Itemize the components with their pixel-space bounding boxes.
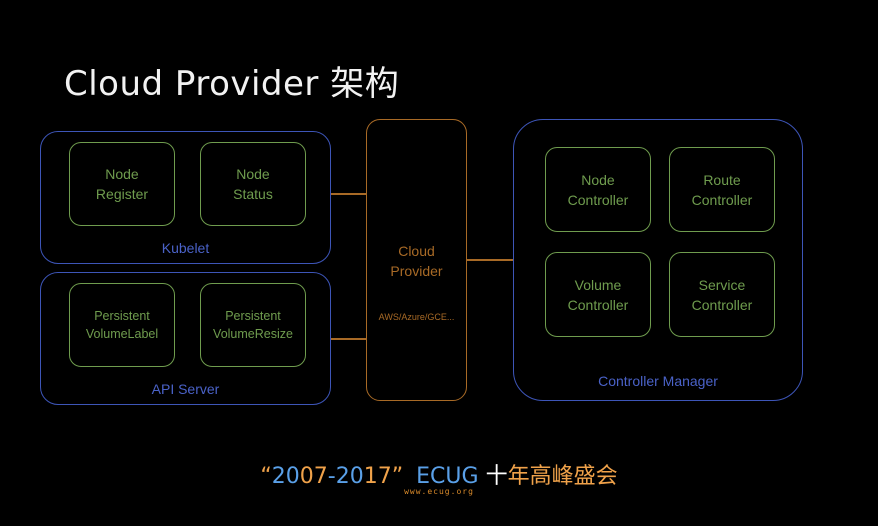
footer-close-quote: ” [391, 464, 404, 489]
controller-manager-connector [467, 259, 513, 261]
footer-dash: - [327, 464, 336, 489]
kubelet-label: Kubelet [161, 240, 210, 256]
footer-year-start-b: 07 [299, 464, 328, 489]
footer-url: www.ecug.org [404, 487, 474, 496]
kubelet-connector [331, 193, 366, 195]
cloud-provider-box [366, 119, 467, 401]
node-register-box: Node Register [69, 142, 175, 226]
footer-summit: 年高峰盛会 [507, 464, 618, 489]
footer-open-quote: “ [260, 464, 272, 489]
service-controller-box: Service Controller [669, 252, 775, 337]
node-status-box: Node Status [200, 142, 306, 226]
controller-manager-group [513, 119, 803, 401]
api-server-group [40, 272, 331, 405]
footer-year-end-b: 17 [363, 464, 392, 489]
node-controller-box: Node Controller [545, 147, 651, 232]
footer-year-end-a: 20 [335, 464, 364, 489]
footer-banner: “2007-2017” ECUG 十年高峰盛会 [0, 458, 878, 490]
persistent-volumelabel-box: Persistent VolumeLabel [69, 283, 175, 367]
cloud-provider-sub: AWS/Azure/GCE... [378, 312, 455, 322]
route-controller-box: Route Controller [669, 147, 775, 232]
footer-ecug: ECUG [416, 464, 479, 489]
volume-controller-box: Volume Controller [545, 252, 651, 337]
footer-shi: 十 [485, 464, 508, 489]
footer-year-start-a: 20 [271, 464, 300, 489]
persistent-volumeresize-box: Persistent VolumeResize [200, 283, 306, 367]
page-title: Cloud Provider 架构 [64, 64, 400, 104]
api-server-label: API Server [151, 381, 220, 397]
api-server-connector [331, 338, 366, 340]
cloud-provider-label: Cloud Provider [390, 243, 443, 279]
controller-manager-label: Controller Manager [598, 373, 718, 389]
kubelet-group [40, 131, 331, 264]
